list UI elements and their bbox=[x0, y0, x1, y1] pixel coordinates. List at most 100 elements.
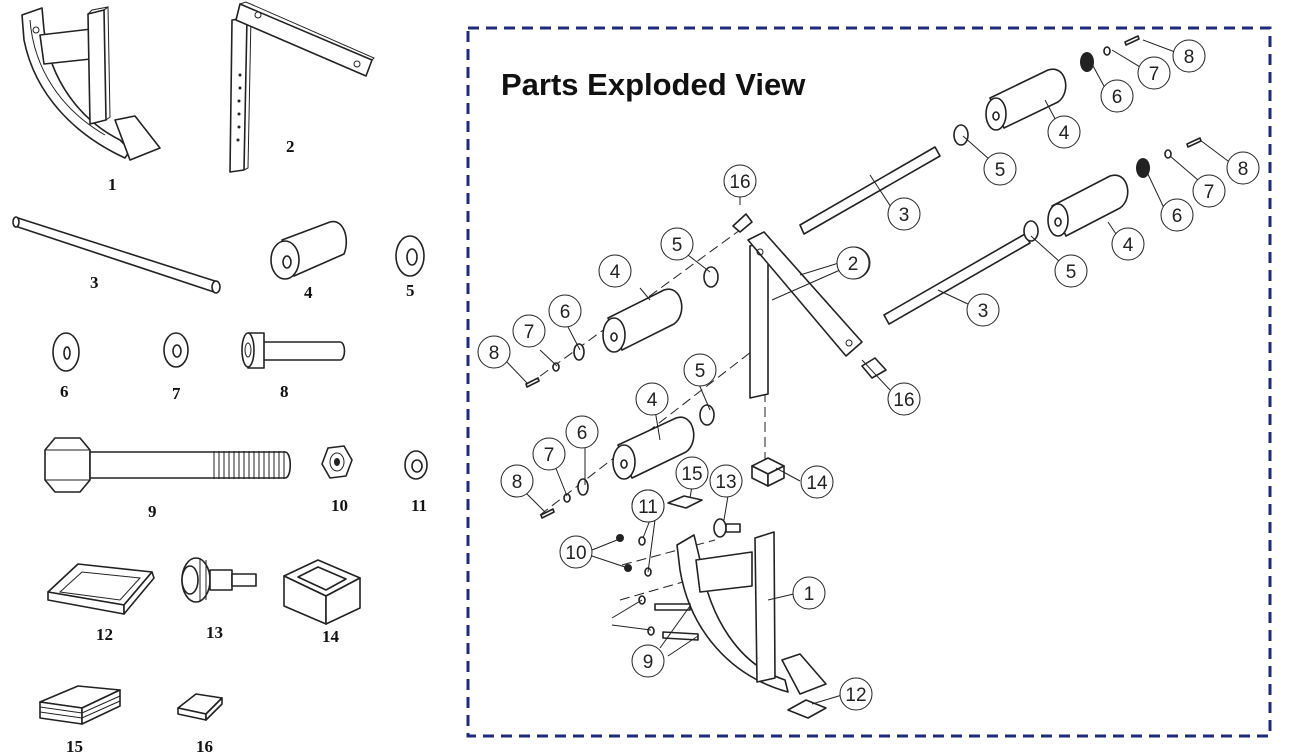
part-7-label: 7 bbox=[172, 384, 181, 403]
part-9-label: 9 bbox=[148, 502, 157, 521]
callout-label: 6 bbox=[1172, 206, 1183, 227]
parts-list: 1 2 3 4 bbox=[12, 1, 428, 752]
callout-label: 7 bbox=[524, 322, 535, 343]
callout-circle bbox=[512, 314, 546, 348]
part-12-label: 12 bbox=[96, 625, 113, 644]
callout-circle bbox=[839, 677, 873, 711]
callout-circle bbox=[548, 294, 582, 328]
callout-label: 7 bbox=[1149, 64, 1160, 85]
part-11-drawing bbox=[404, 450, 428, 480]
callout-label: 14 bbox=[806, 473, 828, 494]
callout-label: 6 bbox=[577, 423, 588, 444]
callout-circle bbox=[966, 293, 1000, 327]
callout-label: 5 bbox=[695, 361, 706, 382]
callout-label: 4 bbox=[1059, 123, 1070, 144]
callout-circle bbox=[675, 456, 709, 490]
callout-circle bbox=[1047, 115, 1081, 149]
callout-label: 10 bbox=[565, 543, 586, 564]
callout-label: 15 bbox=[681, 464, 702, 485]
callout-circle bbox=[559, 535, 593, 569]
callout-circle bbox=[565, 415, 599, 449]
callout-circle bbox=[1137, 56, 1171, 90]
callout-label: 3 bbox=[899, 205, 910, 226]
callout-label: 6 bbox=[560, 302, 571, 323]
callout-circle bbox=[792, 576, 826, 610]
callout-label: 5 bbox=[672, 235, 683, 256]
callout-label: 8 bbox=[489, 343, 500, 364]
part-6-drawing bbox=[52, 332, 80, 372]
part-1-label: 1 bbox=[108, 175, 117, 194]
callout-label: 3 bbox=[978, 301, 989, 322]
callout-label: 16 bbox=[893, 390, 914, 411]
part-16-label: 16 bbox=[196, 737, 213, 752]
part-3-drawing bbox=[12, 216, 221, 294]
callout-circle bbox=[683, 353, 717, 387]
exploded-assembly: 8764531625467887645321654678151314111011… bbox=[477, 35, 1260, 719]
callout-label: 6 bbox=[1112, 87, 1123, 108]
callout-circle bbox=[635, 382, 669, 416]
exploded-view-title: Parts Exploded View bbox=[501, 67, 806, 102]
part-10-drawing bbox=[321, 445, 353, 479]
part-7-drawing bbox=[163, 332, 189, 368]
part-8-drawing bbox=[241, 332, 346, 369]
part-10-label: 10 bbox=[331, 496, 348, 515]
part-16-drawing bbox=[177, 693, 223, 721]
callout-label: 7 bbox=[544, 445, 555, 466]
part-13-label: 13 bbox=[206, 623, 223, 642]
callout-label: 8 bbox=[1238, 159, 1249, 180]
callout-label: 2 bbox=[848, 254, 859, 275]
part-5-drawing bbox=[395, 235, 425, 277]
part-8-label: 8 bbox=[280, 382, 289, 401]
part-9-drawing bbox=[44, 437, 292, 493]
part-14-label: 14 bbox=[322, 627, 340, 646]
callout-circle bbox=[800, 465, 834, 499]
part-4-label: 4 bbox=[304, 283, 313, 302]
part-15-label: 15 bbox=[66, 737, 83, 752]
part-13-drawing bbox=[181, 557, 257, 603]
callout-circle bbox=[709, 464, 743, 498]
callout-circle bbox=[1160, 198, 1194, 232]
part-3-label: 3 bbox=[90, 273, 99, 292]
callout-circle bbox=[887, 382, 921, 416]
callout-label: 11 bbox=[638, 497, 658, 518]
callout-circle bbox=[1054, 254, 1088, 288]
part-2-drawing bbox=[229, 1, 375, 173]
part-5-label: 5 bbox=[406, 281, 415, 300]
callout-circle bbox=[500, 464, 534, 498]
callout-group: 8764531625467887645321654678151314111011… bbox=[477, 39, 1260, 711]
callout-circle bbox=[660, 227, 694, 261]
callout-label: 7 bbox=[1204, 182, 1215, 203]
part-4-drawing bbox=[270, 220, 348, 280]
callout-circle bbox=[532, 437, 566, 471]
callout-circle bbox=[1192, 174, 1226, 208]
part-2-label: 2 bbox=[286, 137, 295, 156]
part-12-drawing bbox=[47, 563, 155, 615]
callout-label: 5 bbox=[1066, 262, 1077, 283]
callout-label: 8 bbox=[512, 472, 523, 493]
callout-label: 13 bbox=[715, 472, 736, 493]
callout-circle bbox=[723, 164, 757, 198]
callout-label: 4 bbox=[1123, 235, 1134, 256]
callout-label: 4 bbox=[610, 262, 621, 283]
callout-circle bbox=[631, 489, 665, 523]
callout-label: 9 bbox=[643, 652, 654, 673]
callout-label: 4 bbox=[647, 390, 658, 411]
part-15-drawing bbox=[39, 685, 121, 725]
callout-label: 5 bbox=[995, 160, 1006, 181]
callout-circle bbox=[983, 152, 1017, 186]
callout-label: 8 bbox=[1184, 47, 1195, 68]
callout-circle bbox=[836, 246, 870, 280]
callout-circle bbox=[1100, 79, 1134, 113]
callout-label: 12 bbox=[845, 685, 866, 706]
callout-circle bbox=[477, 335, 511, 369]
callout-circle bbox=[887, 197, 921, 231]
callout-circle bbox=[598, 254, 632, 288]
part-6-label: 6 bbox=[60, 382, 69, 401]
callout-circle bbox=[631, 644, 665, 678]
part-1-drawing bbox=[21, 6, 161, 161]
part-11-label: 11 bbox=[411, 496, 427, 515]
callout-circle bbox=[1111, 227, 1145, 261]
callout-label: 16 bbox=[729, 172, 750, 193]
part-14-drawing bbox=[283, 559, 361, 625]
